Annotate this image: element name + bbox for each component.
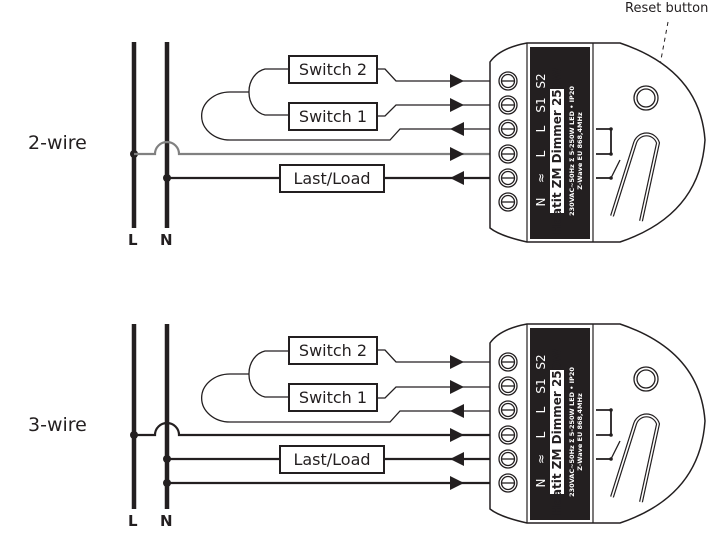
terminal-screw-icon bbox=[498, 95, 518, 115]
terminal-label-l: L bbox=[534, 431, 548, 438]
rail-n-label: N bbox=[160, 512, 173, 530]
load-label: Last/Load bbox=[293, 169, 370, 188]
wire-s1 bbox=[375, 386, 490, 399]
switch-contact-icon bbox=[610, 159, 621, 179]
wire-s2 bbox=[375, 68, 490, 82]
terminal-screw-icon bbox=[498, 192, 518, 212]
arrow-out-icon bbox=[450, 404, 464, 418]
arrow-out-icon bbox=[450, 122, 464, 136]
internal-link bbox=[596, 128, 612, 155]
product-name: Heatit ZM Dimmer 250W bbox=[550, 68, 564, 234]
spec-line-2: Z-Wave EU 868,4MHz bbox=[576, 393, 584, 471]
terminal-screw-icon bbox=[498, 168, 518, 188]
terminal-screw-icon bbox=[498, 376, 518, 396]
terminal-screw-icon bbox=[498, 473, 518, 493]
arrow-in-icon bbox=[450, 355, 464, 369]
arrow-in-icon bbox=[450, 428, 464, 442]
terminal-label-l: L bbox=[534, 125, 548, 132]
wire-s2 bbox=[375, 349, 490, 363]
arrow-in-icon bbox=[450, 74, 464, 88]
switch-2-label: Switch 2 bbox=[299, 341, 367, 360]
arrow-out-icon bbox=[450, 171, 464, 185]
dimmer-module-body bbox=[489, 42, 706, 243]
switch-1-box bbox=[288, 102, 378, 131]
product-name-plate bbox=[550, 89, 564, 213]
terminal-label-s1: S1 bbox=[534, 97, 548, 112]
terminal-labels: N ≈ L L S1 S2 bbox=[534, 73, 548, 206]
switch-2-label: Switch 2 bbox=[299, 60, 367, 79]
terminal-label-l: L bbox=[534, 406, 548, 413]
wire-switch-return bbox=[201, 373, 490, 423]
wire-s1 bbox=[375, 104, 490, 117]
switch-1-label: Switch 1 bbox=[299, 107, 367, 126]
terminal-label-s1: S1 bbox=[534, 378, 548, 393]
load-box bbox=[279, 445, 385, 474]
reset-button-icon bbox=[633, 366, 659, 392]
internal-link bbox=[596, 409, 612, 436]
terminal-screw-icon bbox=[498, 352, 518, 372]
load-label: Last/Load bbox=[293, 450, 370, 469]
dimmer-module-body bbox=[489, 323, 706, 524]
terminal-screw-icon bbox=[498, 425, 518, 445]
terminal-screw-icon bbox=[498, 119, 518, 139]
terminal-screw-icon bbox=[498, 71, 518, 91]
terminal-label-n: N bbox=[534, 198, 548, 207]
arrow-out-icon bbox=[450, 452, 464, 466]
terminal-labels: N ≈ L L S1 S2 bbox=[534, 354, 548, 487]
arrow-in-icon bbox=[450, 380, 464, 394]
terminal-screw-icon bbox=[498, 144, 518, 164]
rail-l-label: L bbox=[128, 231, 138, 249]
diagram-2-wire: 2-wire L N Switch 2 Switch 1 Last/Load bbox=[28, 42, 706, 249]
diagram-3-wire: 3-wire L N Switch 2 Switch 1 Last/Load bbox=[28, 323, 706, 530]
reset-button-label: Reset button bbox=[625, 1, 708, 16]
product-name-plate bbox=[550, 370, 564, 494]
arrow-in-icon bbox=[450, 147, 464, 161]
wire-l-feed bbox=[134, 421, 490, 437]
switch-2-box bbox=[288, 336, 378, 365]
arrow-in-icon bbox=[450, 476, 464, 490]
wire-switch-return bbox=[201, 91, 490, 141]
terminal-label-l: L bbox=[534, 150, 548, 157]
rail-n-label: N bbox=[160, 231, 173, 249]
product-name: Heatit ZM Dimmer 250W bbox=[550, 349, 564, 515]
terminal-block bbox=[498, 71, 518, 212]
spec-line-1: 230VAC~50Hz Σ 5-250W LED • IP20 bbox=[568, 367, 576, 497]
terminal-block bbox=[498, 352, 518, 493]
diagram-label: 3-wire bbox=[28, 414, 87, 436]
wire-l-feed bbox=[134, 140, 490, 156]
diagram-label: 2-wire bbox=[28, 132, 87, 154]
spec-line-1: 230VAC~50Hz Σ 5-250W LED • IP20 bbox=[568, 86, 576, 216]
rail-l-label: L bbox=[128, 512, 138, 530]
arrow-in-icon bbox=[450, 98, 464, 112]
spec-line-2: Z-Wave EU 868,4MHz bbox=[576, 112, 584, 190]
load-box bbox=[279, 164, 385, 193]
switch-1-box bbox=[288, 383, 378, 412]
terminal-label-n: N bbox=[534, 479, 548, 488]
reset-button-icon bbox=[633, 85, 659, 111]
terminal-label-ac: ≈ bbox=[534, 454, 548, 464]
terminal-screw-icon bbox=[498, 400, 518, 420]
switch-contact-icon bbox=[610, 440, 621, 460]
switch-2-box bbox=[288, 55, 378, 84]
terminal-label-ac: ≈ bbox=[534, 173, 548, 183]
switch-1-label: Switch 1 bbox=[299, 388, 367, 407]
terminal-label-s2: S2 bbox=[534, 73, 548, 88]
terminal-label-s2: S2 bbox=[534, 354, 548, 369]
terminal-screw-icon bbox=[498, 449, 518, 469]
